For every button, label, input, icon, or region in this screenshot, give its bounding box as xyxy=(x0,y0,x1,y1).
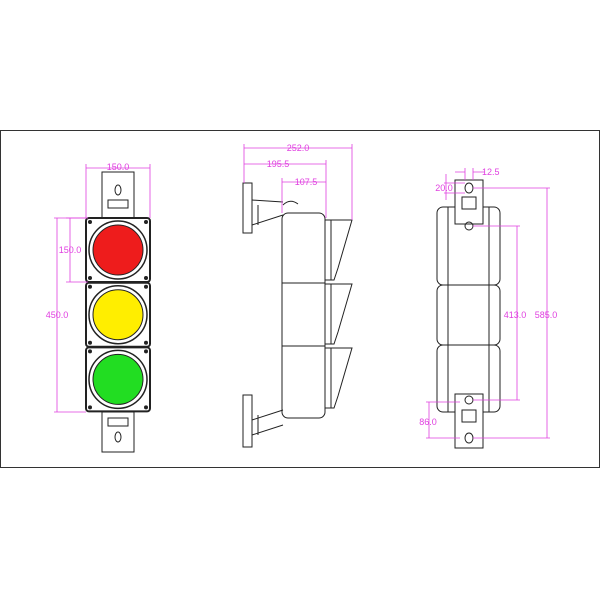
bracket-line xyxy=(426,401,460,439)
rear-inner-lines xyxy=(447,207,490,412)
rear-top-clamp xyxy=(461,196,477,210)
lamp-green xyxy=(92,353,144,405)
rear-bottom-clamp xyxy=(461,409,477,423)
top-clamp xyxy=(107,199,129,209)
slot-height-dimension: 20.0 xyxy=(435,183,453,193)
lamp-ring-red xyxy=(88,220,148,280)
housing-depth-dimension: 107.5 xyxy=(295,177,318,187)
body-depth-dimension: 195.5 xyxy=(267,159,290,169)
overall-depth-dimension: 252.0 xyxy=(287,143,310,153)
lamp-ring-green xyxy=(88,349,148,410)
rear-bottom-bracket xyxy=(454,393,484,449)
total-height-dimension: 450.0 xyxy=(46,310,69,320)
screw-icon xyxy=(88,349,92,354)
screw-icon xyxy=(88,340,92,345)
side-housing xyxy=(281,212,326,419)
module-height-dimension: 150.0 xyxy=(59,245,82,255)
total-height-dimension-line xyxy=(54,217,86,413)
bottom-clamp xyxy=(107,417,129,427)
housing-seams xyxy=(282,282,325,347)
lamp-yellow xyxy=(92,289,144,341)
front-view: 150.0 150.0 450.0 xyxy=(46,162,151,453)
screw-icon xyxy=(144,284,148,289)
screw-icon xyxy=(144,349,148,354)
lamp-ring-yellow xyxy=(88,284,148,345)
overall-depth-line xyxy=(243,144,353,220)
width-dimension-line xyxy=(85,164,151,218)
screw-icon xyxy=(88,276,92,280)
screw-icon xyxy=(144,405,148,410)
slot-height-line xyxy=(444,174,465,200)
slot-width-line xyxy=(455,168,485,180)
hole-spacing-line xyxy=(473,225,520,401)
bottom-arm xyxy=(251,409,284,436)
overall-height-line xyxy=(473,187,550,439)
visor xyxy=(331,219,353,281)
rear-view: 12.5 20.0 413.0 585.0 86.0 xyxy=(419,167,558,449)
screw-icon xyxy=(144,340,148,345)
visor xyxy=(331,283,353,345)
hole-spacing-dimension: 413.0 xyxy=(504,310,527,320)
slot-width-dimension: 12.5 xyxy=(482,167,500,177)
width-dimension: 150.0 xyxy=(107,162,130,172)
screw-icon xyxy=(144,220,148,224)
lens-cap xyxy=(324,219,332,281)
bracket-dimension: 86.0 xyxy=(419,417,437,427)
screw-icon xyxy=(88,220,92,224)
screw-icon xyxy=(144,276,148,280)
housing-depth-line xyxy=(281,178,326,213)
screw-icon xyxy=(88,405,92,410)
overall-height-dimension: 585.0 xyxy=(535,310,558,320)
screw-icon xyxy=(88,284,92,289)
visor xyxy=(331,347,353,409)
top-wall-plate xyxy=(242,182,253,234)
lamp-red xyxy=(92,224,144,276)
lens-cap xyxy=(324,347,332,409)
top-arm xyxy=(251,199,299,226)
rear-segment-middle xyxy=(436,284,501,346)
lens-cap xyxy=(324,283,332,345)
bottom-wall-plate xyxy=(242,394,253,448)
bottom-bracket-hole xyxy=(114,431,122,443)
body-depth-line xyxy=(244,160,327,218)
side-view: 252.0 195.5 107.5 xyxy=(242,143,353,448)
rear-top-bracket xyxy=(454,179,484,225)
top-bracket-hole xyxy=(114,184,122,196)
